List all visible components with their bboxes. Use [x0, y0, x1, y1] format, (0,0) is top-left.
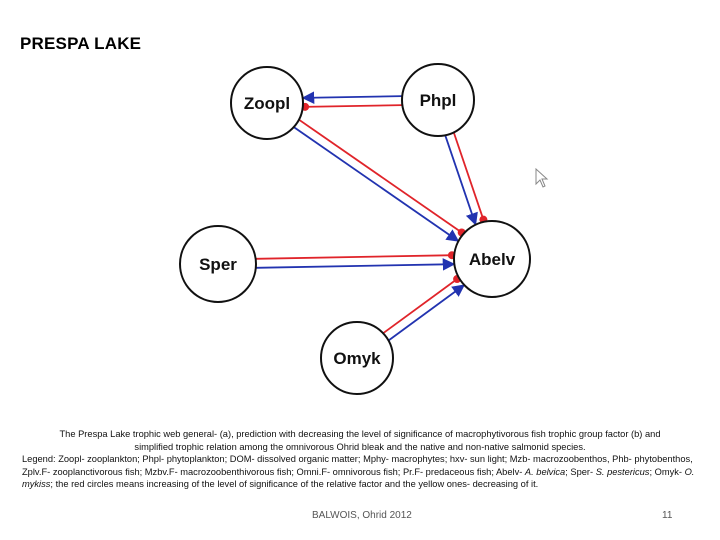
caption-legend-d: ; the red circles means increasing of th… — [50, 479, 539, 489]
caption-line-1: The Prespa Lake trophic web general- (a)… — [59, 429, 661, 439]
node-label-phpl: Phpl — [420, 91, 457, 110]
caption-species-omyk: O. mykiss — [22, 466, 695, 490]
node-zoopl: Zoopl — [230, 66, 304, 140]
node-circle-zoopl — [230, 66, 304, 140]
page-number: 11 — [662, 510, 673, 521]
edge-zoopl-to-abelv — [293, 126, 460, 242]
node-circle-phpl — [401, 63, 475, 137]
node-label-sper: Sper — [199, 255, 237, 274]
caption-legend-c: ; Omyk- — [649, 466, 685, 477]
edge-phpl-to-zoopl — [301, 91, 402, 104]
node-circle-sper — [179, 225, 257, 303]
node-abelv: Abelv — [453, 220, 531, 298]
node-label-omyk: Omyk — [333, 349, 381, 368]
figure-caption: The Prespa Lake trophic web general- (a)… — [22, 428, 698, 491]
edge-abelv-to-phpl — [452, 132, 485, 222]
caption-line-2: simplified trophic relation among the om… — [134, 441, 586, 452]
edge-omyk-to-abelv — [388, 284, 466, 342]
edge-zoopl-to-phpl — [303, 104, 403, 108]
node-circle-omyk — [320, 321, 394, 395]
node-omyk: Omyk — [320, 321, 394, 395]
footer-event: BALWOIS, Ohrid 2012 — [312, 510, 412, 521]
edge-phpl-to-abelv — [444, 135, 478, 226]
node-label-abelv: Abelv — [469, 250, 516, 269]
edge-abelv-to-zoopl — [298, 119, 464, 235]
edge-sper-to-abelv — [256, 258, 456, 271]
caption-species-sper: S. pestericus — [595, 466, 650, 477]
node-phpl: Phpl — [401, 63, 475, 137]
caption-legend-a: Legend: Zoopl- zooplankton; Phpl- phytop… — [22, 454, 693, 477]
caption-legend-b: ; Sper- — [565, 466, 596, 477]
edge-abelv-to-sper — [255, 254, 454, 260]
edge-abelv-to-omyk — [382, 277, 460, 334]
mouse-cursor-icon — [535, 168, 549, 188]
node-circle-abelv — [453, 220, 531, 298]
node-label-zoopl: Zoopl — [244, 94, 290, 113]
node-sper: Sper — [179, 225, 257, 303]
caption-species-abelv: A. belvica — [524, 466, 566, 477]
slide-title: PRESPA LAKE — [20, 34, 142, 53]
